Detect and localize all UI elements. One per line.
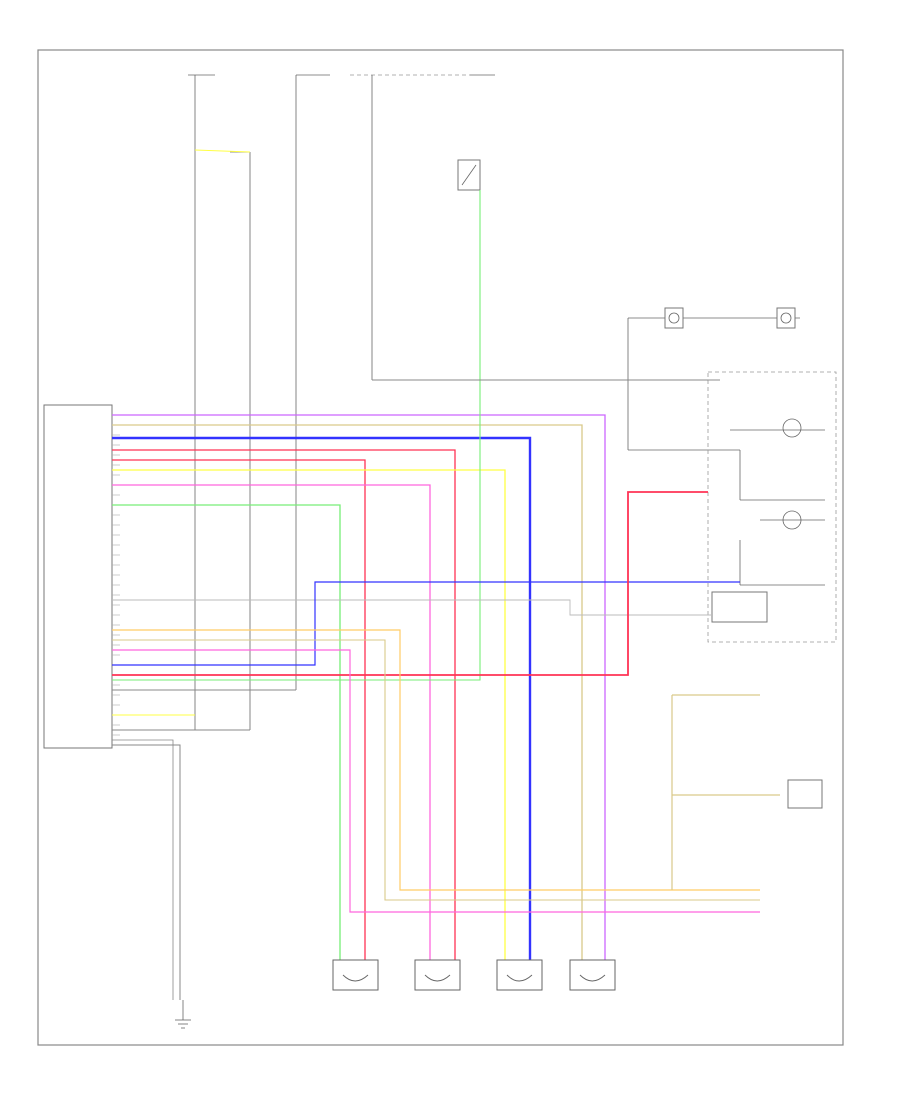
- wire-pink-2: [112, 649, 760, 913]
- wire-green-2: [112, 190, 481, 681]
- lamp-bulb-icon: [782, 418, 802, 438]
- wire-red-3: [112, 491, 708, 676]
- brake-switch: [457, 159, 481, 191]
- sensor-coil-icon: [579, 974, 606, 982]
- wire-blue-2: [112, 581, 740, 666]
- wheel-sensor-icon: [496, 959, 543, 991]
- upper-right-lamps: [627, 307, 800, 451]
- lamp-bulb-icon: [668, 312, 680, 324]
- harness-wires: [112, 149, 760, 1000]
- switch-contact-icon: [461, 164, 477, 186]
- wire-gray-1: [112, 599, 712, 616]
- wire-pink-1: [112, 484, 431, 960]
- lamp-bulb-icon: [780, 312, 792, 324]
- lower-right-harness: [671, 694, 823, 890]
- control-unit-box: [43, 404, 113, 749]
- wire-yellow-3: [194, 149, 251, 153]
- diagram-frame: [37, 49, 844, 1046]
- wire-yellow: [112, 469, 506, 960]
- wire-violet: [112, 414, 606, 960]
- wire-ground-2: [112, 739, 174, 1000]
- wire-orange: [112, 629, 760, 891]
- sensor-coil-icon: [424, 974, 451, 982]
- wire-red-1: [112, 449, 456, 960]
- control-unit-pins: [112, 414, 120, 746]
- sensor-coil-icon: [342, 974, 369, 982]
- wire-tan-2: [112, 639, 760, 901]
- wire-green-1: [112, 504, 341, 960]
- wire-red-2: [112, 459, 366, 960]
- ground-symbol-icon: [175, 1000, 191, 1029]
- relay-block: [707, 371, 837, 643]
- wheel-sensor-icon: [332, 959, 379, 991]
- wire-tan: [112, 424, 583, 960]
- wire-blue: [112, 436, 532, 960]
- wheel-sensor-icon: [414, 959, 461, 991]
- sensor-coil-icon: [506, 974, 533, 982]
- wheel-sensors: [332, 959, 616, 991]
- top-power-feeds: [188, 74, 720, 730]
- wire-ground: [112, 744, 181, 1000]
- wheel-sensor-icon: [569, 959, 616, 991]
